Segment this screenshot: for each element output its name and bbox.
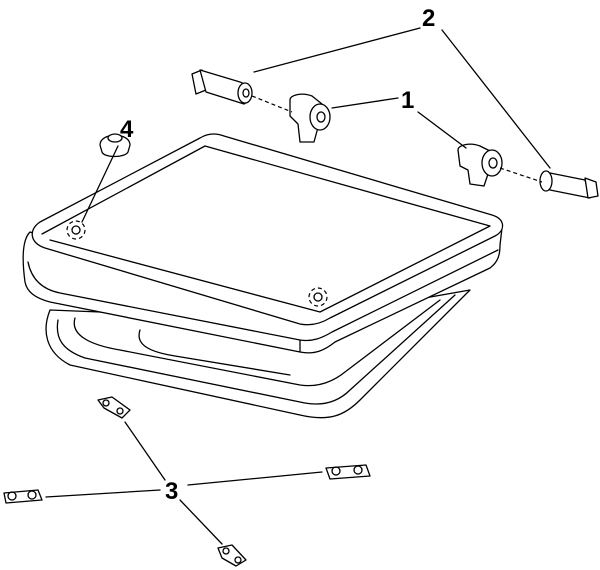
base-plate-right <box>325 464 371 480</box>
callout-2: 2 <box>422 5 435 32</box>
base-plate-left <box>3 489 43 504</box>
hinge-pin-right <box>539 170 599 199</box>
hinge-pin-left <box>191 69 253 105</box>
hinge-bracket-right <box>457 143 503 187</box>
base-plate-top <box>97 396 131 419</box>
hinge-bracket-left <box>289 93 331 143</box>
leader-lines <box>45 27 551 545</box>
base-plate-bottom <box>217 544 247 567</box>
buffer-cap <box>99 133 131 158</box>
callout-4: 4 <box>120 116 134 143</box>
callout-1: 1 <box>401 87 414 114</box>
callout-3: 3 <box>165 478 178 505</box>
base-plates <box>3 396 371 567</box>
toilet-lid <box>22 133 504 354</box>
